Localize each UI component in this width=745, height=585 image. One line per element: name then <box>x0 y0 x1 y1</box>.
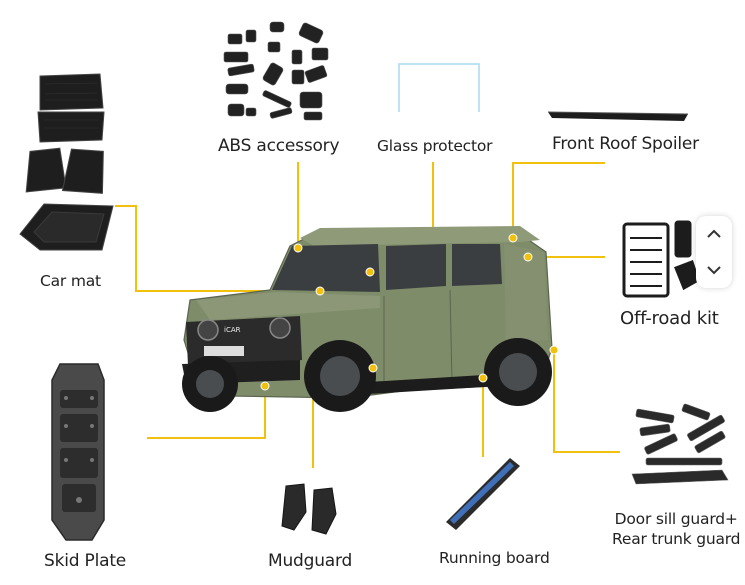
label-door-sill-line2: Rear trunk guard <box>612 530 741 548</box>
callout-dots <box>260 233 559 391</box>
front-roof-spoiler-image <box>547 111 689 121</box>
callout-line-skid <box>147 386 266 439</box>
label-door-sill-line1: Door sill guard+ <box>614 510 738 528</box>
label-abs-accessory: ABS accessory <box>218 136 340 156</box>
callout-dot-skid <box>260 381 270 391</box>
scroll-up-button[interactable] <box>696 216 732 252</box>
callout-line-carmat <box>115 205 320 292</box>
callout-dot-carmat <box>315 286 325 296</box>
label-front-roof-spoiler: Front Roof Spoiler <box>552 134 699 154</box>
label-door-sill-guard: Door sill guard+ Rear trunk guard <box>612 509 741 549</box>
callout-dot-running <box>478 373 488 383</box>
callout-dot-doorsill <box>549 345 559 355</box>
label-running-board: Running board <box>439 549 550 567</box>
callout-dot-abs <box>293 243 303 253</box>
label-skid-plate: Skid Plate <box>44 551 127 571</box>
skid-plate-image <box>51 363 105 541</box>
glass-protector-image <box>398 63 480 112</box>
vehicle-illustration: iCAR <box>182 226 553 412</box>
callout-dot-glass <box>365 267 375 277</box>
off-road-kit-image <box>622 220 700 298</box>
callout-dot-mudguard <box>368 363 378 373</box>
callout-dot-spoiler <box>508 233 518 243</box>
callout-lines <box>115 162 620 468</box>
vehicle-badge: iCAR <box>224 326 241 334</box>
mudguard-image <box>281 483 337 535</box>
carousel-scroll-control <box>696 216 732 288</box>
scroll-down-button[interactable] <box>696 252 732 288</box>
callout-line-doorsill <box>553 350 620 453</box>
callout-line-spoiler <box>512 162 605 237</box>
chevron-up-icon <box>707 229 721 238</box>
abs-accessory-parts <box>223 21 329 121</box>
callout-dot-offroad <box>523 252 533 262</box>
door-sill-guard-image <box>631 403 729 485</box>
label-mudguard: Mudguard <box>268 551 353 571</box>
chevron-down-icon <box>707 266 721 275</box>
label-car-mat: Car mat <box>40 272 101 290</box>
running-board-image <box>446 458 520 530</box>
label-off-road-kit: Off-road kit <box>620 308 719 329</box>
car-mat-images <box>19 73 114 251</box>
label-glass-protector: Glass protector <box>377 137 493 155</box>
